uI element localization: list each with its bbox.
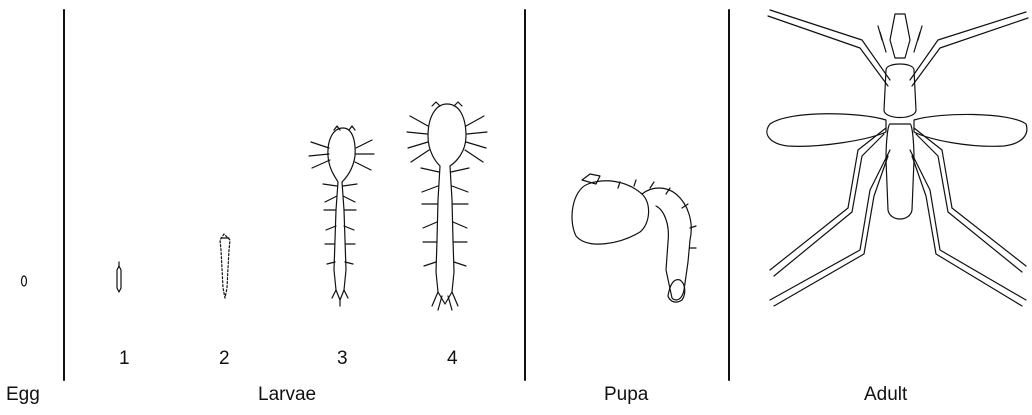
egg-drawing <box>22 276 27 286</box>
larva-instar-4-drawing <box>407 102 487 310</box>
larva-instar-2-drawing <box>220 234 230 298</box>
larva-instar-1-drawing <box>117 262 121 292</box>
instar-number-3: 3 <box>337 348 348 370</box>
instar-number-1: 1 <box>119 348 130 370</box>
pupa-drawing <box>572 174 696 302</box>
stage-label-pupa: Pupa <box>604 384 648 406</box>
adult-mosquito-drawing <box>767 10 1028 306</box>
larva-instar-3-drawing <box>309 126 374 306</box>
instar-number-4: 4 <box>447 348 458 370</box>
stage-label-adult: Adult <box>864 384 907 406</box>
stage-label-larvae: Larvae <box>258 384 316 406</box>
stage-label-egg: Egg <box>6 384 40 406</box>
instar-number-2: 2 <box>219 348 230 370</box>
